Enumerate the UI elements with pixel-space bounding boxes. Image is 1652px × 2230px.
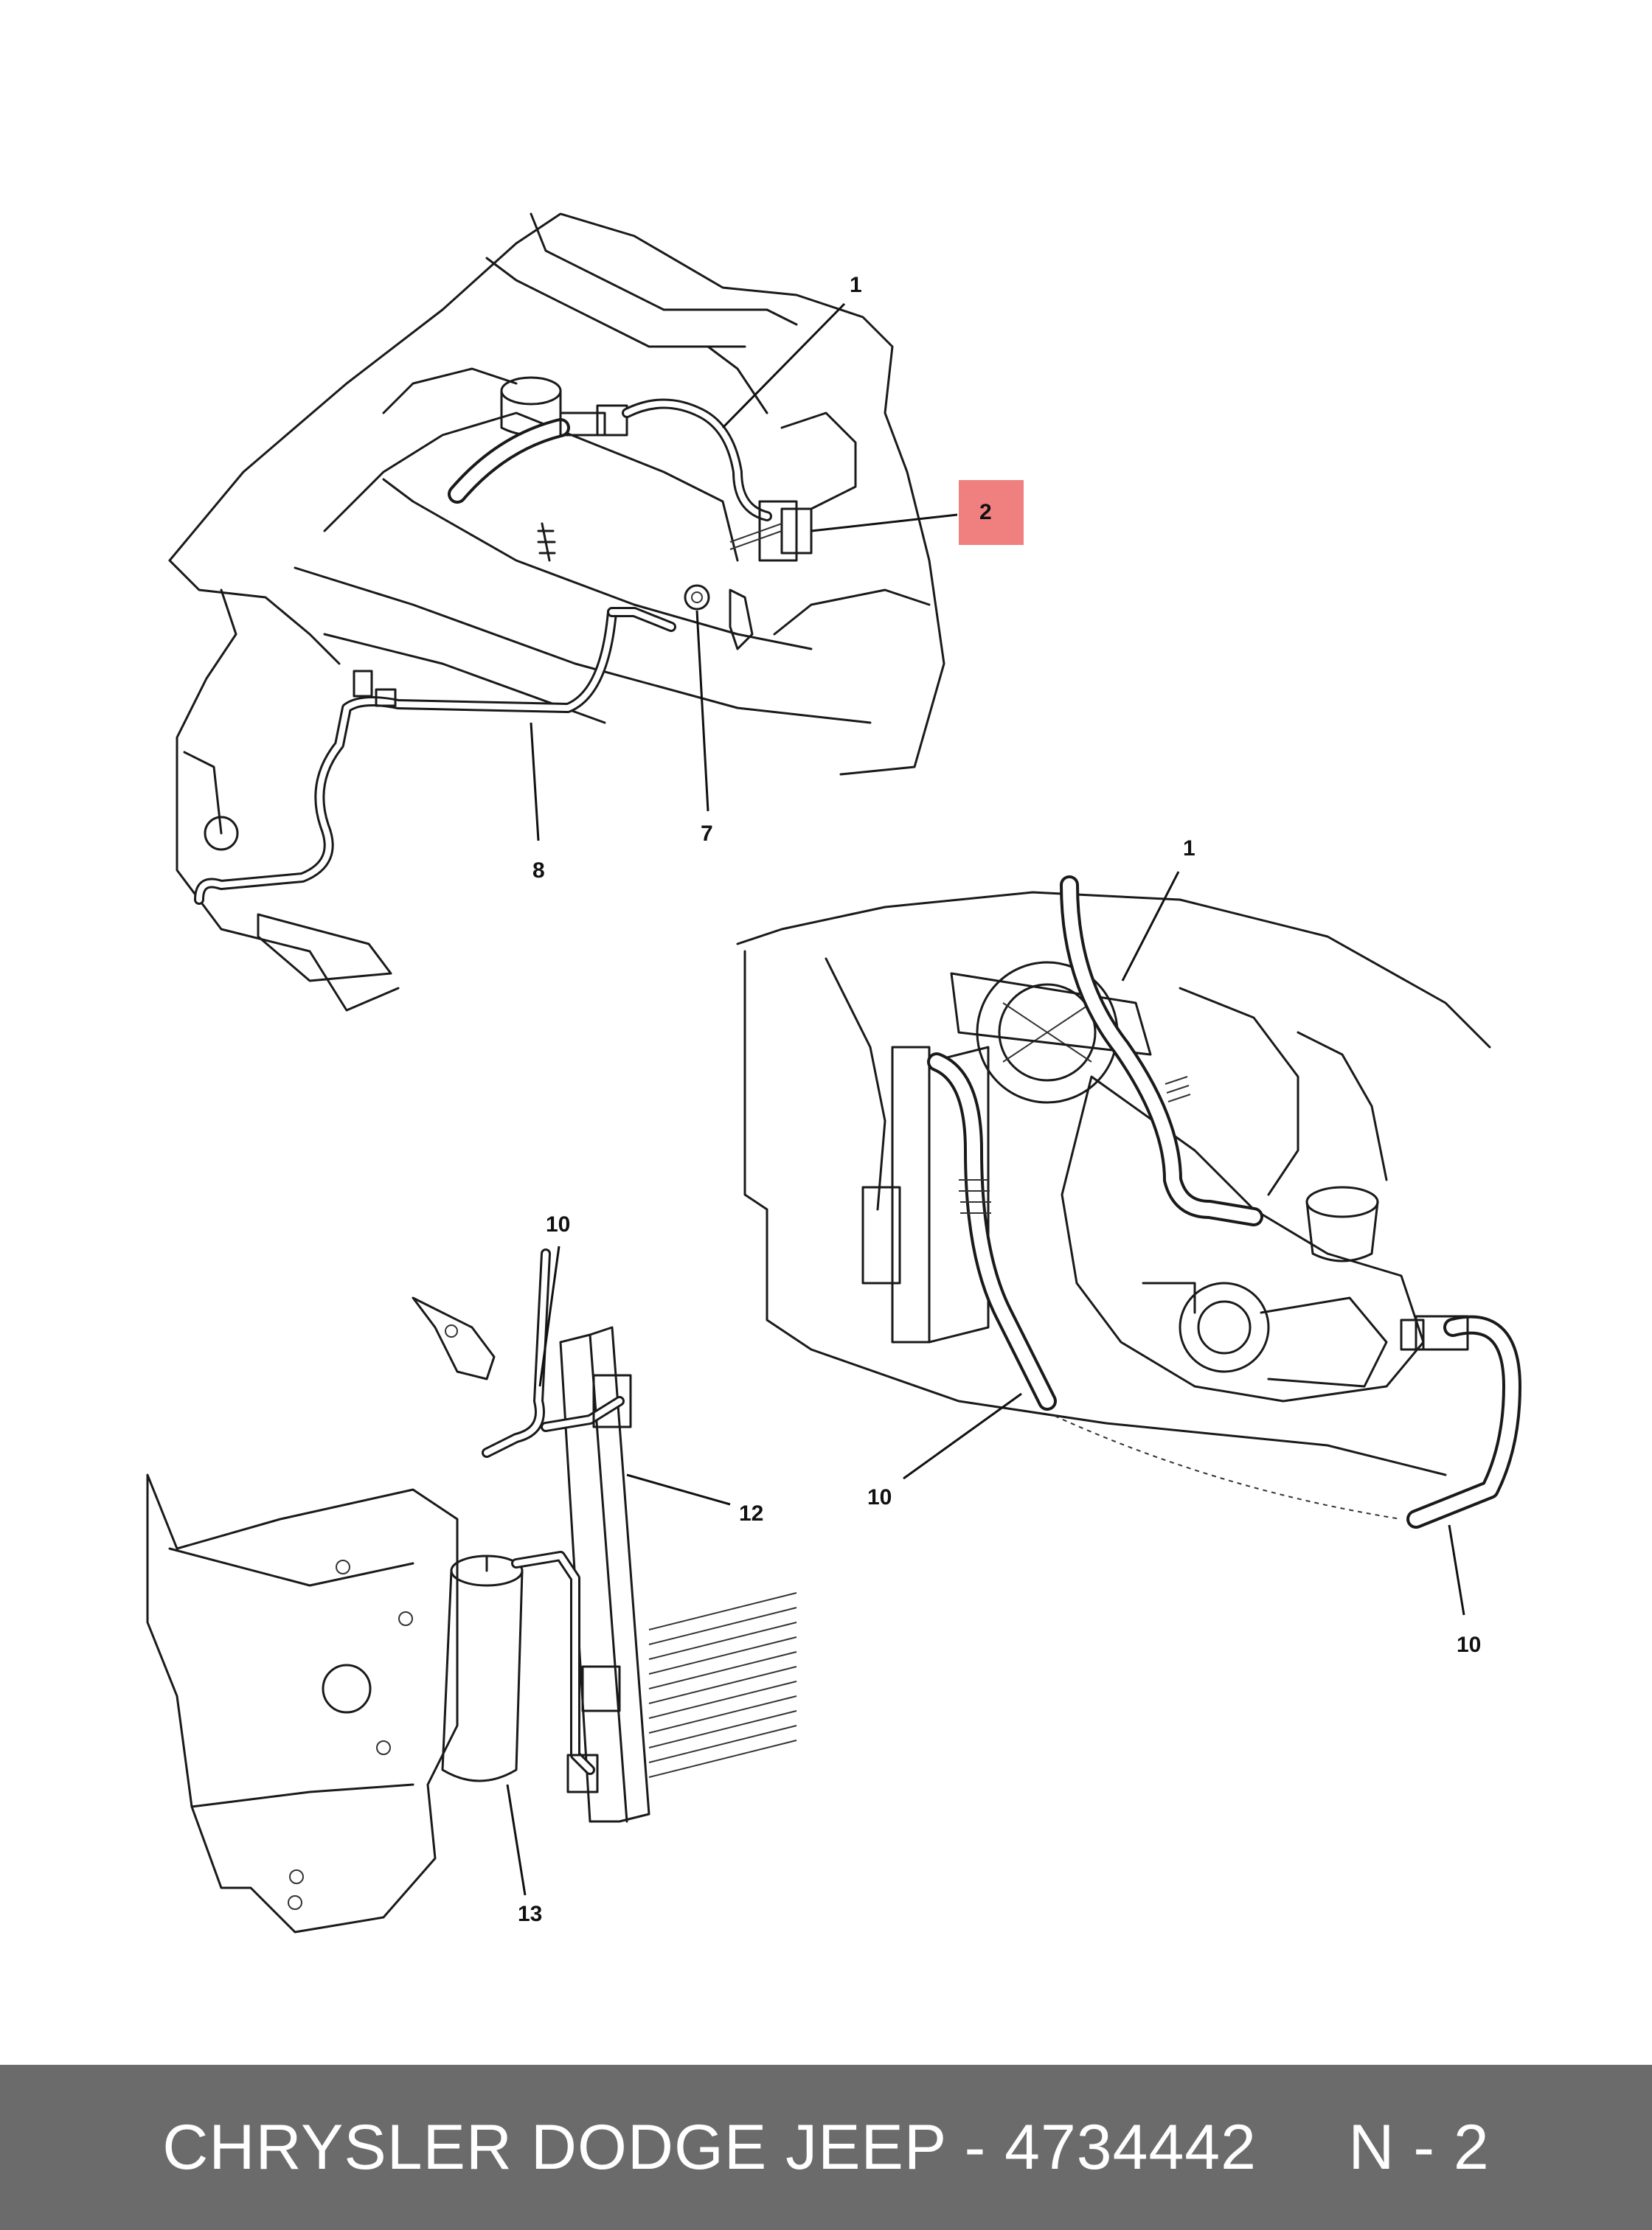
callout-7: 7: [701, 822, 713, 846]
top-callouts: 1 2 7 8: [530, 273, 1024, 883]
callout-13: 13: [518, 1902, 542, 1926]
callout-10-right-b: 10: [1457, 1633, 1481, 1657]
right-assembly-drawing: [736, 875, 1521, 1529]
left-assembly-drawing: [146, 1248, 797, 1934]
callout-12: 12: [739, 1501, 763, 1526]
right-callouts: 1 10 10: [867, 836, 1481, 1657]
callout-2-highlight: [959, 480, 1024, 545]
left-callouts: 10 12 13: [506, 1212, 763, 1926]
footer-part-label: CHRYSLER DODGE JEEP - 4734442 N - 2: [162, 2111, 1490, 2183]
footer-bar: CHRYSLER DODGE JEEP - 4734442 N - 2: [0, 2065, 1652, 2230]
callout-8: 8: [532, 858, 545, 883]
top-assembly-drawing: [168, 212, 945, 1012]
callout-1-right: 1: [1183, 836, 1195, 861]
callout-10-right-a: 10: [867, 1485, 892, 1510]
callout-10-left: 10: [546, 1212, 570, 1237]
parts-diagram: 1 2 7 8: [146, 212, 1521, 1934]
callout-1-top: 1: [850, 273, 862, 297]
callout-2: 2: [979, 500, 992, 524]
